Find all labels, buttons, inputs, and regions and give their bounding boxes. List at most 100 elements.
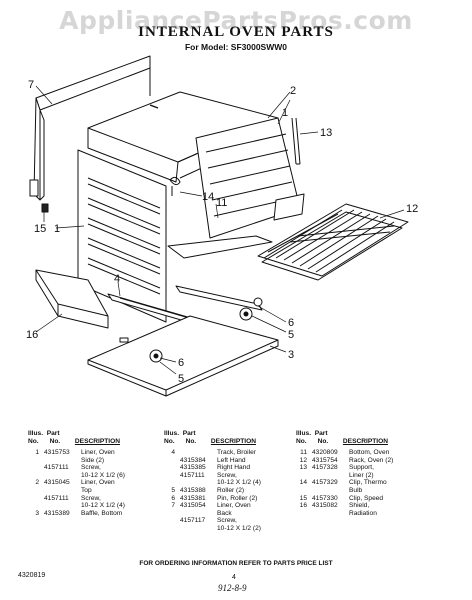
description-line: 10-12 X 1/2 (4) <box>217 479 261 487</box>
radiation-shield-part <box>35 269 109 329</box>
part-number: 4157117 <box>180 517 206 525</box>
part-description: Clip, Speed <box>343 495 394 503</box>
illus-number: 5 <box>171 486 175 494</box>
description-line: Clip, Thermo <box>349 479 387 487</box>
parts-header-col3: Illus. Part No. No. DESCRIPTION <box>296 430 388 445</box>
description-line: Roller (2) <box>217 486 245 494</box>
part-number: 4315753 <box>44 449 70 456</box>
callout-13: 13 <box>320 127 332 139</box>
description-line: Radiation <box>349 509 377 517</box>
description-line: Liner (2) <box>349 471 374 479</box>
illus-number <box>28 495 40 510</box>
illus-number <box>28 464 40 479</box>
illus-number: 13 <box>299 464 307 472</box>
parts-row: 13 4157328 Support,Liner (2) <box>296 464 394 479</box>
parts-row: 5 4315388 Roller (2) <box>164 487 262 495</box>
illus-number: 4 <box>171 449 175 456</box>
part-description: Right Hand <box>211 464 262 472</box>
description-line: 10-12 X 1/2 (6) <box>81 471 125 479</box>
parts-row: 4157111 Screw,10-12 X 1/2 (4) <box>164 472 262 487</box>
illus-number: 14 <box>299 479 307 487</box>
description-line: Side (2) <box>81 456 105 464</box>
part-number: 4315045 <box>44 479 70 487</box>
illus-number: 11 <box>300 449 307 456</box>
part-number <box>176 449 211 457</box>
bottom-baffle-part <box>87 315 279 397</box>
parts-row: 11 4320809 Bottom, Oven <box>296 449 394 457</box>
part-description: Bottom, Oven <box>343 449 394 457</box>
document-number: 4320819 <box>18 572 46 579</box>
description-line: Shield, <box>349 502 370 510</box>
illus-number: 2 <box>35 479 39 487</box>
oven-rack-part <box>257 203 409 281</box>
part-number: 4315389 <box>44 509 70 517</box>
illus-number <box>164 464 176 472</box>
part-description: Left Hand <box>211 457 262 465</box>
oven-bottom-part <box>167 235 273 259</box>
part-description: Shield,Radiation <box>343 502 394 517</box>
part-description: Roller (2) <box>211 487 262 495</box>
description-line: Screw, <box>81 464 101 472</box>
part-number: 4320809 <box>312 449 338 456</box>
description-line: Track, Broiler <box>217 449 256 456</box>
date-code: 912-8-9 <box>218 583 247 593</box>
page-title: INTERNAL OVEN PARTS <box>138 24 334 40</box>
part-number: 4315054 <box>180 502 206 510</box>
illus-number <box>164 472 176 487</box>
part-number: 4315388 <box>180 486 206 494</box>
callout-11: 11 <box>216 197 227 209</box>
ordering-footer: FOR ORDERING INFORMATION REFER TO PARTS … <box>139 560 333 567</box>
description-line: Clip, Speed <box>349 494 384 502</box>
description-line: Left Hand <box>217 456 246 464</box>
callout-15: 15 <box>34 223 46 235</box>
illus-number: 7 <box>171 502 175 510</box>
callout-3: 3 <box>288 349 294 361</box>
part-number: 4315385 <box>180 464 206 472</box>
callout-5-left: 5 <box>178 373 184 385</box>
page-number: 4 <box>232 574 236 581</box>
part-description: Support,Liner (2) <box>343 464 394 479</box>
illus-number: 12 <box>299 456 307 464</box>
description-line: Liner, Oven <box>81 449 115 456</box>
callout-2: 2 <box>290 85 296 97</box>
illus-number <box>164 517 176 532</box>
part-number: 4157328 <box>312 464 338 472</box>
part-number: 4157111 <box>44 494 69 502</box>
description-line: Liner, Oven <box>81 479 115 487</box>
back-liner-part <box>29 55 151 201</box>
description-line: Screw, <box>217 517 237 525</box>
description-line: Back <box>217 509 232 517</box>
callout-1-top: 1 <box>282 107 288 119</box>
thermo-bulb-clip-part <box>169 176 181 196</box>
liner-support-part <box>291 117 301 165</box>
description-line: Support, <box>349 464 374 472</box>
part-number: 4157329 <box>312 479 338 487</box>
description-line: Pin, Roller (2) <box>217 494 258 502</box>
callout-7: 7 <box>28 79 34 91</box>
part-number: 4157111 <box>180 471 205 479</box>
roller-part <box>149 297 263 363</box>
description-line: 10-12 X 1/2 (4) <box>81 502 125 510</box>
part-description: Pin, Roller (2) <box>211 495 262 503</box>
part-description: Screw,10-12 X 1/2 (4) <box>211 472 262 487</box>
exploded-parts-diagram: 7 2 1 13 14 11 12 15 1 4 16 6 5 3 6 5 <box>26 55 418 397</box>
description-line: Top <box>81 486 92 494</box>
callout-16: 16 <box>26 329 38 341</box>
part-description: Screw,10-12 X 1/2 (6) <box>75 464 126 479</box>
callout-5-right: 5 <box>288 329 294 341</box>
